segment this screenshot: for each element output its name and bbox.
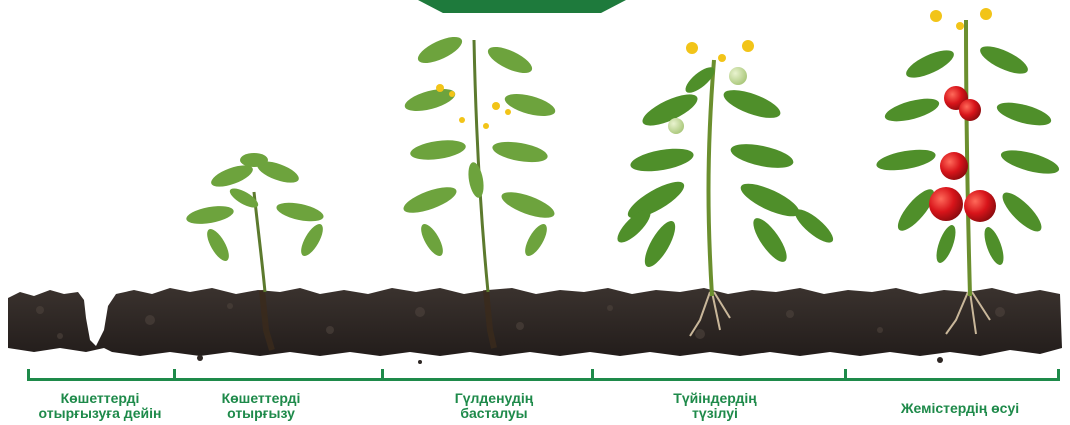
stage-label-flowering: Гүлденудің басталуы — [424, 391, 564, 421]
timeline-tick — [844, 369, 847, 381]
timeline-tick — [591, 369, 594, 381]
stage-timeline — [27, 378, 1060, 386]
tomato-plant-icon — [875, 8, 1061, 334]
soil-bed — [8, 288, 1062, 356]
stage-label-fruit-set: Түйіндердің түзілуі — [640, 391, 790, 421]
timeline-tick — [1057, 369, 1060, 381]
timeline-tick — [381, 369, 384, 381]
timeline-tick — [27, 369, 30, 381]
timeline-line — [27, 378, 1060, 381]
stage-label-fruit-growth: Жемістердің өсуі — [880, 401, 1040, 416]
timeline-tick — [173, 369, 176, 381]
stage-label-planting: Көшеттерді отырғызу — [188, 391, 334, 421]
stage-label-before-planting: Көшеттерді отырғызуға дейін — [22, 391, 178, 421]
